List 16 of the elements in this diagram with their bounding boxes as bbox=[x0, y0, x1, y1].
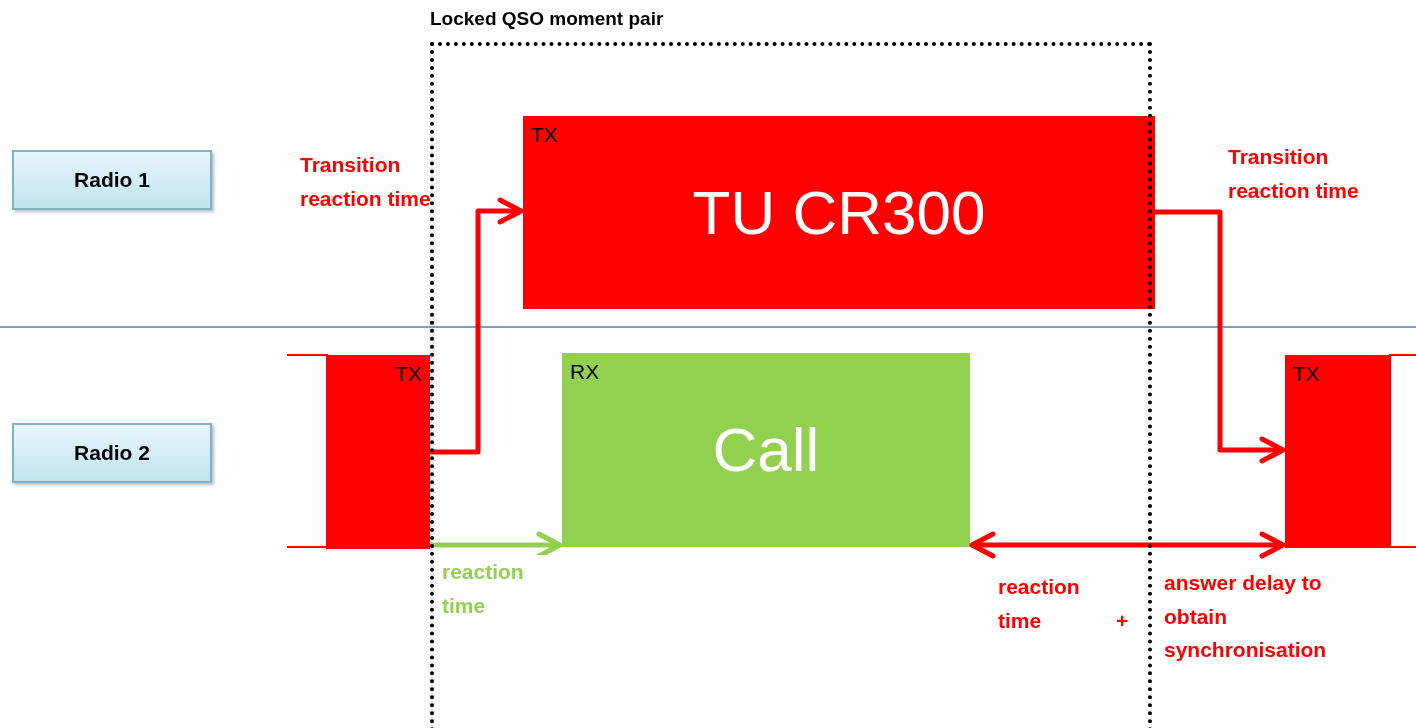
transmit-block bbox=[326, 355, 430, 549]
arrow bbox=[969, 531, 1286, 559]
radio-button: Radio 1 bbox=[12, 150, 212, 210]
block-tag: TX bbox=[395, 363, 422, 384]
transmit-block bbox=[523, 116, 1155, 309]
radio-button: Radio 2 bbox=[12, 423, 212, 483]
block-tag: TX bbox=[1293, 363, 1320, 384]
receive-block bbox=[562, 353, 970, 547]
transmit-block bbox=[1285, 355, 1390, 548]
block-tag: RX bbox=[570, 361, 600, 382]
block-tag: TX bbox=[531, 124, 558, 145]
block-title: Call bbox=[711, 419, 821, 481]
block-title: TU CR300 bbox=[691, 181, 987, 244]
arrow bbox=[1155, 209, 1286, 464]
frame-title: Locked QSO moment pair bbox=[430, 8, 664, 30]
arrow bbox=[430, 197, 524, 455]
